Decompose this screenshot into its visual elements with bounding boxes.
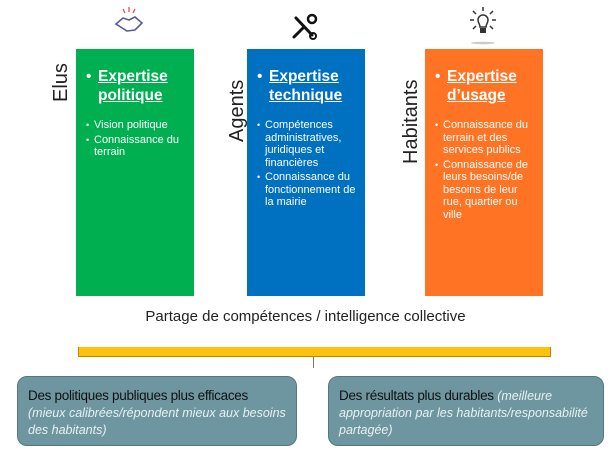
outcome-main: Des politiques publiques plus efficaces (28, 388, 248, 403)
outcome-main: Des résultats plus durables (339, 388, 494, 403)
partage-label: Partage de compétences / intelligence co… (145, 308, 466, 325)
column-elus: Expertise politique Vision politique Con… (76, 49, 194, 296)
list-item: Connaissance de leurs besoins/de besoins… (435, 159, 537, 222)
list-item: Compétences administratives, juridiques … (257, 119, 359, 169)
bracket-tick (313, 357, 314, 368)
lightbulb-icon (470, 7, 496, 45)
outcome-detail: (meilleure appropriation par les habitan… (339, 389, 588, 437)
role-label-habitants: Habitants (400, 79, 422, 165)
role-label-elus: Elus (50, 63, 72, 102)
handshake-icon (114, 7, 144, 32)
column-habitants: Expertise d’usage Connaissance du terrai… (425, 49, 543, 296)
outcome-detail: (mieux calibrées/répondent mieux aux bes… (28, 406, 286, 437)
column-title: Expertise d’usage (447, 68, 517, 104)
list-item: Connaissance du fonctionnement de la mai… (257, 171, 359, 209)
column-title: Expertise politique (98, 68, 168, 104)
role-label-agents: Agents (226, 79, 248, 142)
list-item: Connaissance du terrain (86, 134, 188, 159)
list-item: Connaissance du terrain et des services … (435, 119, 537, 157)
list-item: Vision politique (86, 119, 188, 132)
bracket-bar (78, 347, 551, 357)
outcome-box-efficaces: Des politiques publiques plus efficaces … (17, 376, 297, 446)
column-title: Expertise technique (269, 68, 343, 104)
column-agents: Expertise technique Compétences administ… (247, 49, 365, 296)
tools-icon (292, 13, 318, 40)
outcome-box-durables: Des résultats plus durables (meilleure a… (328, 376, 604, 446)
